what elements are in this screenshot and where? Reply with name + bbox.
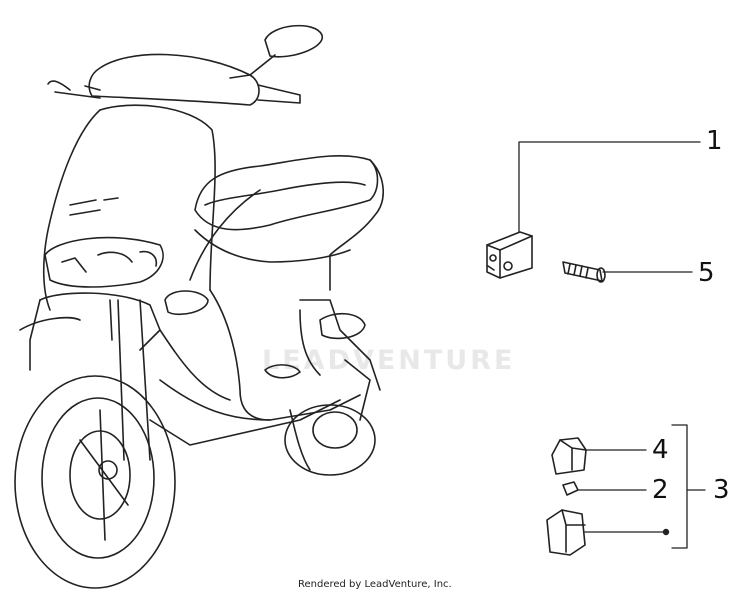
footer-credit: Rendered by LeadVenture, Inc. bbox=[298, 579, 452, 590]
leader-dot bbox=[662, 528, 670, 536]
bracket bbox=[671, 424, 706, 549]
clip-part bbox=[562, 481, 579, 496]
callout-4: 4 bbox=[652, 435, 669, 465]
callout-2: 2 bbox=[652, 475, 669, 505]
watermark: LEADVENTURE bbox=[262, 345, 516, 376]
screw-part bbox=[562, 261, 606, 283]
switch-body-part bbox=[486, 231, 533, 279]
callout-1: 1 bbox=[706, 126, 723, 156]
scooter-illustration bbox=[14, 24, 385, 589]
cap-part bbox=[551, 437, 587, 475]
connector-part bbox=[546, 509, 586, 556]
callout-3: 3 bbox=[713, 475, 730, 505]
callout-5: 5 bbox=[698, 258, 715, 288]
leader-lines bbox=[518, 141, 701, 533]
